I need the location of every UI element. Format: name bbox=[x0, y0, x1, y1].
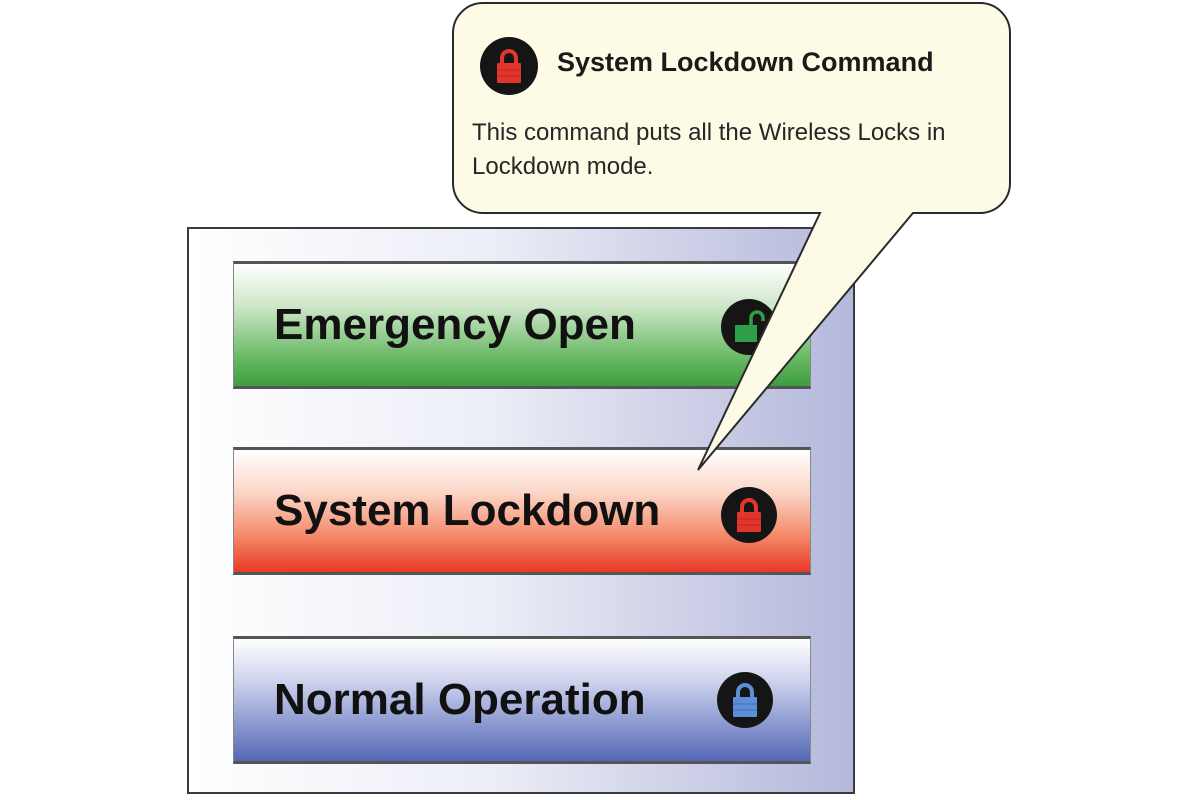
emergency-open-button[interactable]: Emergency Open bbox=[233, 261, 811, 389]
lock-closed-icon bbox=[721, 487, 777, 543]
system-lockdown-label: System Lockdown bbox=[274, 486, 661, 535]
emergency-open-label: Emergency Open bbox=[274, 300, 636, 349]
system-lockdown-button[interactable]: System Lockdown bbox=[233, 447, 811, 575]
normal-operation-label: Normal Operation bbox=[274, 675, 646, 724]
tooltip-body: This command puts all the Wireless Locks… bbox=[472, 119, 946, 180]
tooltip: System Lockdown Command This command put… bbox=[453, 3, 1010, 213]
tooltip-title: System Lockdown Command bbox=[557, 47, 934, 77]
lock-closed-icon bbox=[717, 672, 773, 728]
lock-closed-icon bbox=[480, 37, 538, 95]
normal-operation-button[interactable]: Normal Operation bbox=[233, 636, 811, 764]
